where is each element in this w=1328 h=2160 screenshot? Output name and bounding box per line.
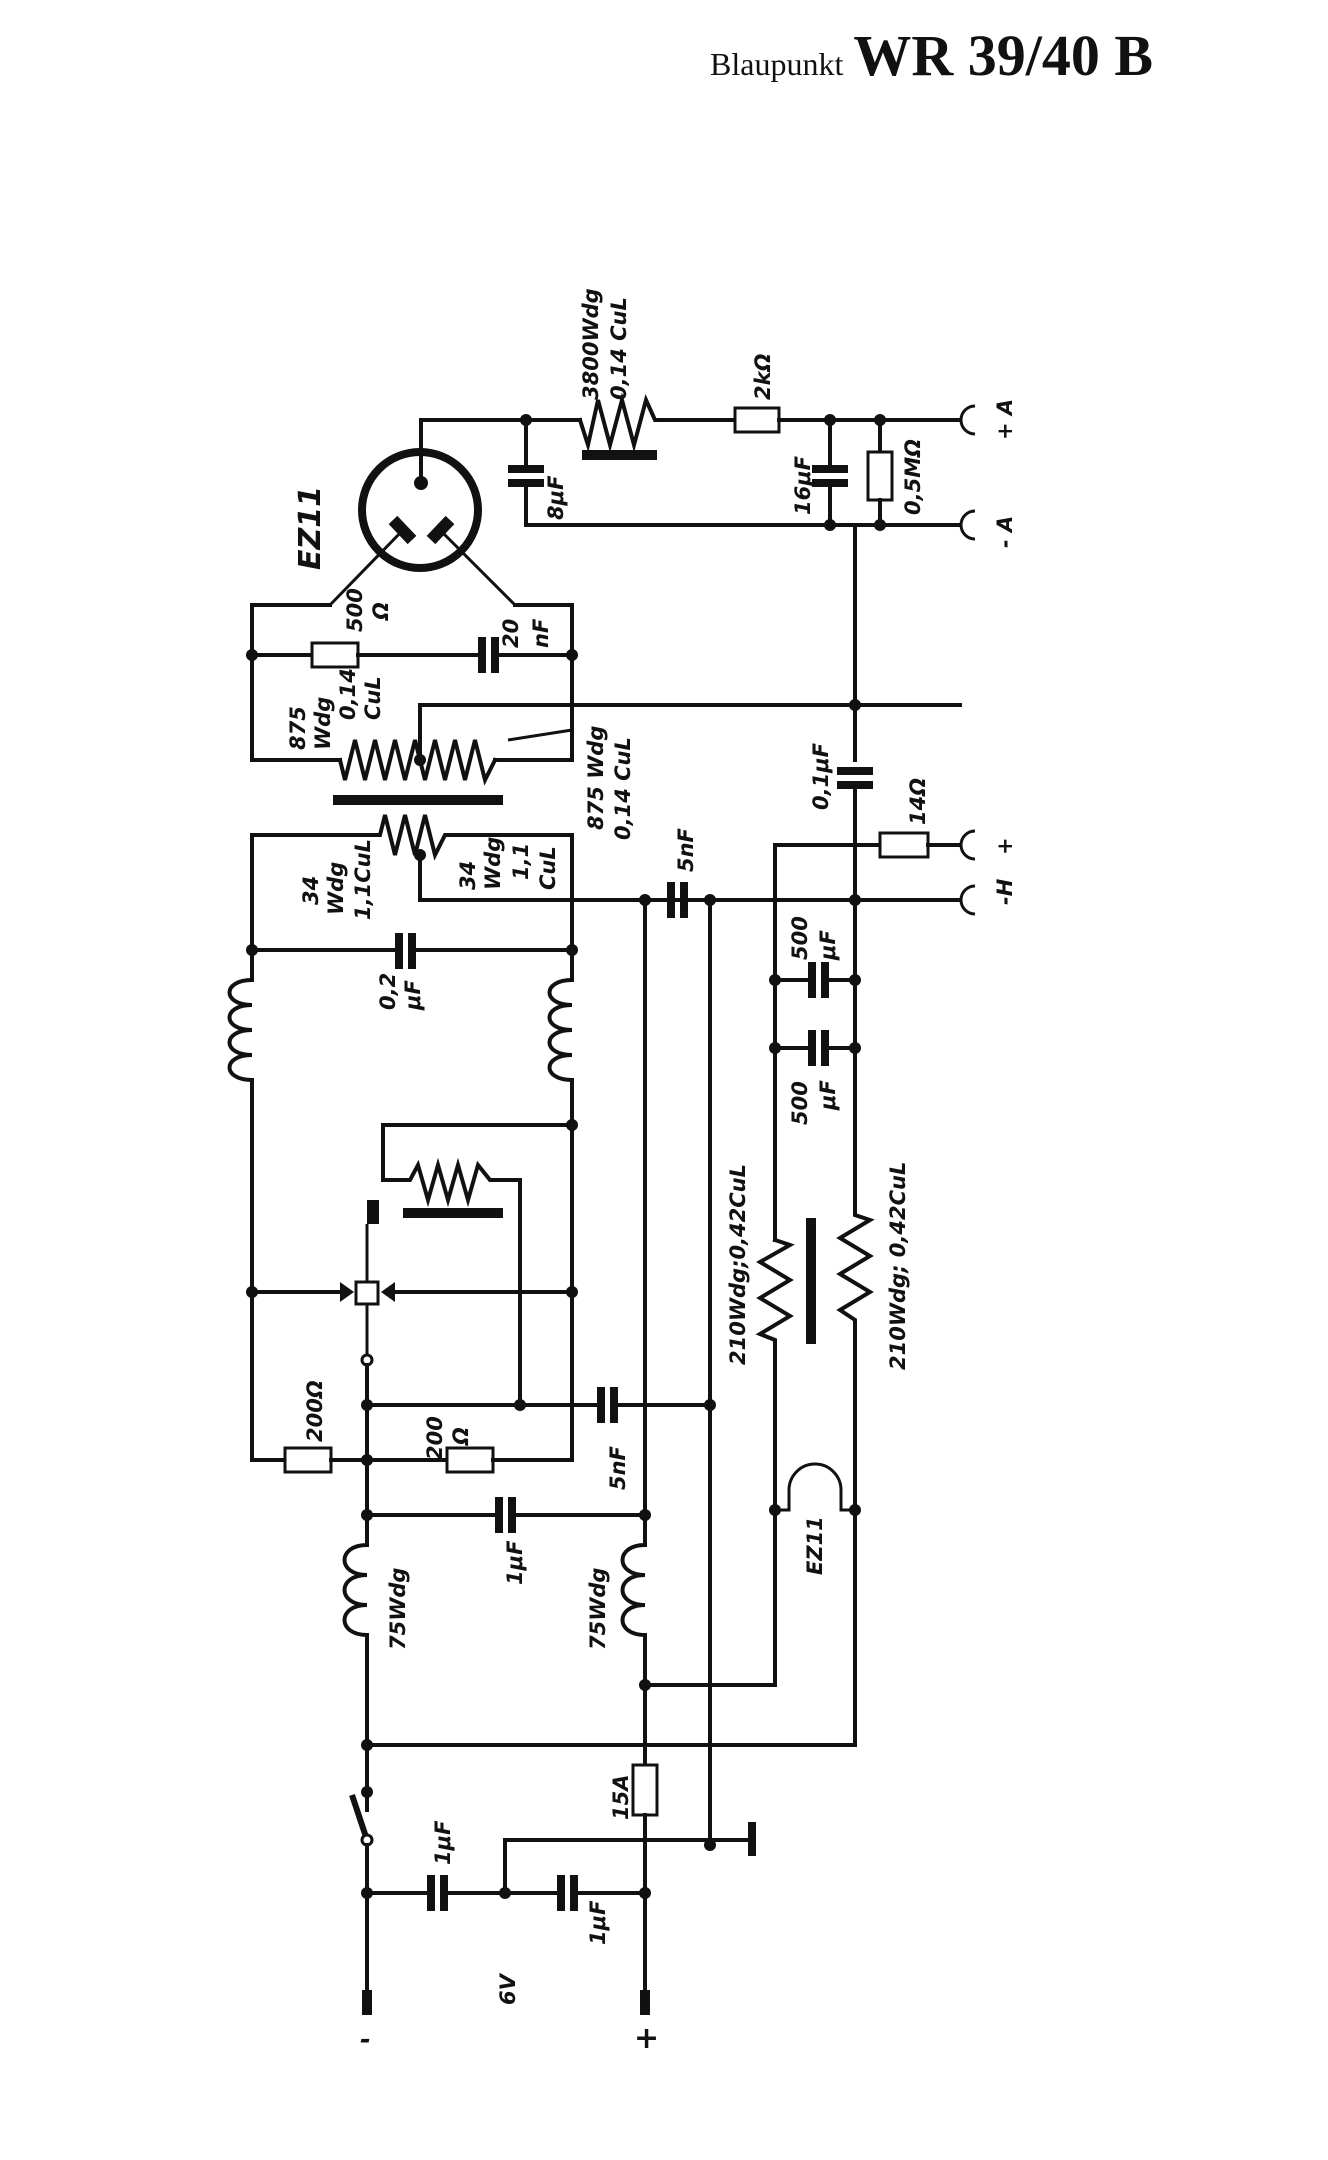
- coil-right-top-icon: [547, 977, 575, 1083]
- r-500-label: 500: [343, 588, 367, 632]
- hv-secondary-winding-icon: [337, 739, 498, 786]
- r-500-unit: Ω: [369, 602, 393, 621]
- c-02uf-1: 0,2: [376, 973, 400, 1010]
- c-5nf-top-label: 5nF: [674, 827, 698, 872]
- tube-top-label: EZ11: [293, 486, 328, 570]
- minus-terminal-icon[interactable]: [362, 1990, 372, 2015]
- c-5nf-mid-label: 5nF: [606, 1445, 630, 1490]
- sec-left-4: CuL: [361, 676, 385, 720]
- model-name: WR 39/40 B: [853, 23, 1154, 88]
- r-05m-label: 0,5MΩ: [901, 439, 925, 515]
- coil-right-label: 75Wdg: [586, 1568, 610, 1650]
- tube-bottom-label: EZ11: [803, 1516, 827, 1575]
- r-05m-icon: [866, 450, 894, 502]
- c-02uf-2: μF: [401, 980, 425, 1011]
- plus-h-jack-icon: [959, 829, 976, 861]
- power-switch-icon[interactable]: [349, 1794, 370, 1841]
- r-200-left-icon: [283, 1446, 333, 1474]
- out-minus-h-label: -H: [993, 878, 1017, 905]
- choke-label-2: 0,14 CuL: [607, 297, 631, 400]
- prim-right-4: CuL: [536, 846, 560, 890]
- choke-label-1: 3800Wdg: [579, 288, 603, 400]
- c-1uf-mid-label: 1μF: [503, 1540, 527, 1585]
- sec-left-2: Wdg: [311, 697, 335, 750]
- out-plus-a-label: + A: [993, 399, 1017, 440]
- c-1uf-a-label: 1μF: [431, 1820, 455, 1865]
- vibrator-contact-icon: [367, 1200, 379, 1224]
- c-500uf-b2: μF: [816, 1080, 840, 1111]
- hf-choke-left-icon: [755, 1237, 795, 1512]
- r-200-mid-1: 200: [423, 1416, 447, 1460]
- prim-left-2: Wdg: [324, 862, 348, 915]
- prim-right-2: Wdg: [481, 837, 505, 890]
- tube-heater-icon: [775, 1462, 855, 1512]
- out-plus-h-label: +: [993, 837, 1017, 855]
- r-200-left-label: 200Ω: [303, 1380, 327, 1442]
- coil-left-top-icon: [227, 977, 255, 1083]
- plus-a-jack-icon: [959, 404, 976, 436]
- plus-terminal-icon[interactable]: [640, 1990, 650, 2015]
- c-1uf-b-label: 1μF: [586, 1900, 610, 1945]
- c-16uf-label: 16μF: [791, 455, 815, 515]
- sec-left-3: 0,14: [336, 668, 360, 720]
- chassis-ground-icon: [748, 1822, 756, 1856]
- hv-filter: 8μF 3800Wdg 0,14 CuL 2kΩ 16μF 0,5MΩ + A …: [293, 288, 1017, 607]
- prim-left-3: 1,1CuL: [351, 839, 375, 920]
- vibrator-section: 5nF 200Ω 200 Ω 5nF 1μF 75Wdg 75Wdg: [227, 827, 756, 2056]
- r-500-icon: [310, 641, 360, 669]
- minus-h-jack-icon: [959, 884, 976, 916]
- fuse-label: 15A: [609, 1775, 633, 1820]
- out-minus-a-label: - A: [993, 516, 1017, 548]
- prim-right-1: 34: [456, 861, 480, 890]
- supply-label: 6V: [496, 1972, 520, 2005]
- coil-left-label: 75Wdg: [386, 1568, 410, 1650]
- vibrator-coil-icon: [381, 1123, 574, 1407]
- sec-right-2: 0,14 CuL: [611, 737, 635, 840]
- minus-a-jack-icon: [959, 509, 976, 541]
- heater-filter: 0,1μF 14Ω + -H 500 μF 500 μF 210Wdg;0,42…: [368, 523, 1017, 1747]
- c-20nf-label: 20: [499, 619, 523, 648]
- r-200-mid-2: Ω: [449, 1427, 473, 1446]
- c-500uf-a1: 500: [788, 916, 812, 960]
- c-01uf-label: 0,1μF: [809, 742, 833, 810]
- coil-75-left-icon: [342, 1542, 370, 1638]
- c-500uf-a2: μF: [816, 930, 840, 961]
- c-20nf-unit: nF: [529, 618, 553, 648]
- prim-left-1: 34: [299, 876, 323, 905]
- prim-right-3: 1,1: [509, 843, 533, 880]
- brand-name: Blaupunkt: [710, 46, 844, 82]
- choke-3800-icon: [577, 392, 702, 453]
- coil-75-right-icon: [620, 1542, 648, 1638]
- hf-choke-right-label: 210Wdg; 0,42CuL: [886, 1162, 910, 1370]
- c-8uf-label: 8μF: [544, 475, 568, 520]
- term-minus-label: -: [360, 2025, 371, 2055]
- fuse-icon: [631, 1763, 659, 1817]
- sec-left-1: 875: [286, 706, 310, 750]
- r-14-icon: [878, 831, 930, 859]
- c-500uf-b1: 500: [788, 1081, 812, 1125]
- term-plus-label: +: [634, 2021, 659, 2056]
- hf-choke-left-label: 210Wdg;0,42CuL: [726, 1164, 750, 1365]
- transformer: 500 Ω 20 nF 875 Wdg 0,14 CuL 875 Wdg 0,1…: [246, 588, 962, 1011]
- sec-right-1: 875 Wdg: [584, 726, 608, 830]
- primary-winding-icon: [250, 814, 574, 952]
- r-14-label: 14Ω: [906, 778, 930, 825]
- r-200-mid-icon: [445, 1446, 495, 1474]
- hf-choke-right-icon: [836, 1078, 875, 1512]
- r-2k-label: 2kΩ: [751, 353, 775, 400]
- transformer-core-icon: [333, 795, 503, 805]
- r-2k-icon: [733, 406, 781, 434]
